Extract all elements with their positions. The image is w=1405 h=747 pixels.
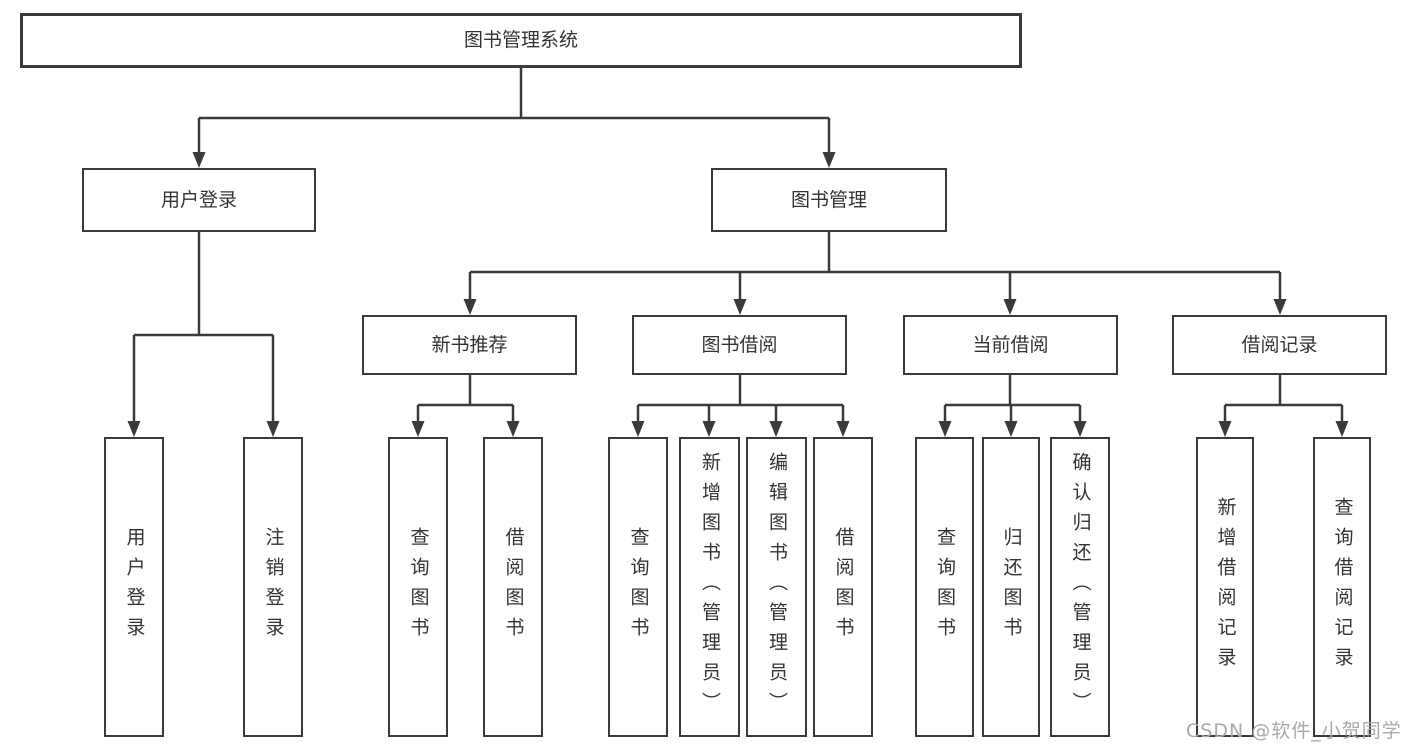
connector-book-borrow-fan (631, 375, 850, 437)
leaf-user-login: 用户登录 (104, 437, 164, 737)
arrow-down-icon (631, 421, 645, 437)
leaf-bb-borrow-book: 借阅图书 (813, 437, 873, 737)
node-current-borrow: 当前借阅 (903, 315, 1118, 375)
leaf-cb-confirm-return: 确认归还（管理员） (1050, 437, 1110, 737)
node-new-book-rec: 新书推荐 (362, 315, 577, 375)
connector-book-mgmt-branch (463, 232, 1287, 315)
connector-root-to-level2 (192, 68, 836, 168)
arrow-down-icon (1003, 299, 1017, 315)
node-borrow-records: 借阅记录 (1172, 315, 1387, 375)
arrow-down-icon (1004, 421, 1018, 437)
arrow-down-icon (411, 421, 425, 437)
leaf-bb-add-book: 新增图书（管理员） (679, 437, 740, 737)
leaf-cb-return-book: 归还图书 (982, 437, 1040, 737)
arrow-down-icon (1335, 421, 1349, 437)
arrow-down-icon (702, 421, 716, 437)
arrow-down-icon (266, 421, 280, 437)
node-user-login: 用户登录 (82, 168, 316, 232)
connector-current-borrow-fan (938, 375, 1087, 437)
leaf-bb-edit-book: 编辑图书（管理员） (746, 437, 807, 737)
arrow-down-icon (836, 421, 850, 437)
arrow-down-icon (938, 421, 952, 437)
connector-new-book-rec-fan (411, 375, 520, 437)
leaf-bb-query-book: 查询图书 (608, 437, 668, 737)
node-book-mgmt: 图书管理 (711, 168, 947, 232)
arrow-down-icon (463, 299, 477, 315)
leaf-cb-query-book: 查询图书 (915, 437, 974, 737)
arrow-down-icon (192, 152, 206, 168)
connector-user-login-branch (127, 232, 280, 437)
node-root-system: 图书管理系统 (20, 13, 1022, 68)
arrow-down-icon (769, 421, 783, 437)
arrow-down-icon (1073, 421, 1087, 437)
arrow-down-icon (1273, 299, 1287, 315)
connector-borrow-records-fan (1218, 375, 1349, 437)
node-book-borrow: 图书借阅 (632, 315, 847, 375)
arrow-down-icon (733, 299, 747, 315)
arrow-down-icon (127, 421, 141, 437)
arrow-down-icon (822, 152, 836, 168)
watermark: CSDN @软件_小贺同学 (1186, 720, 1402, 742)
leaf-br-add-record: 新增借阅记录 (1196, 437, 1254, 737)
arrow-down-icon (506, 421, 520, 437)
leaf-nb-query-book: 查询图书 (388, 437, 448, 737)
leaf-logout: 注销登录 (243, 437, 303, 737)
leaf-br-query-record: 查询借阅记录 (1313, 437, 1371, 737)
leaf-nb-borrow-book: 借阅图书 (483, 437, 543, 737)
arrow-down-icon (1218, 421, 1232, 437)
